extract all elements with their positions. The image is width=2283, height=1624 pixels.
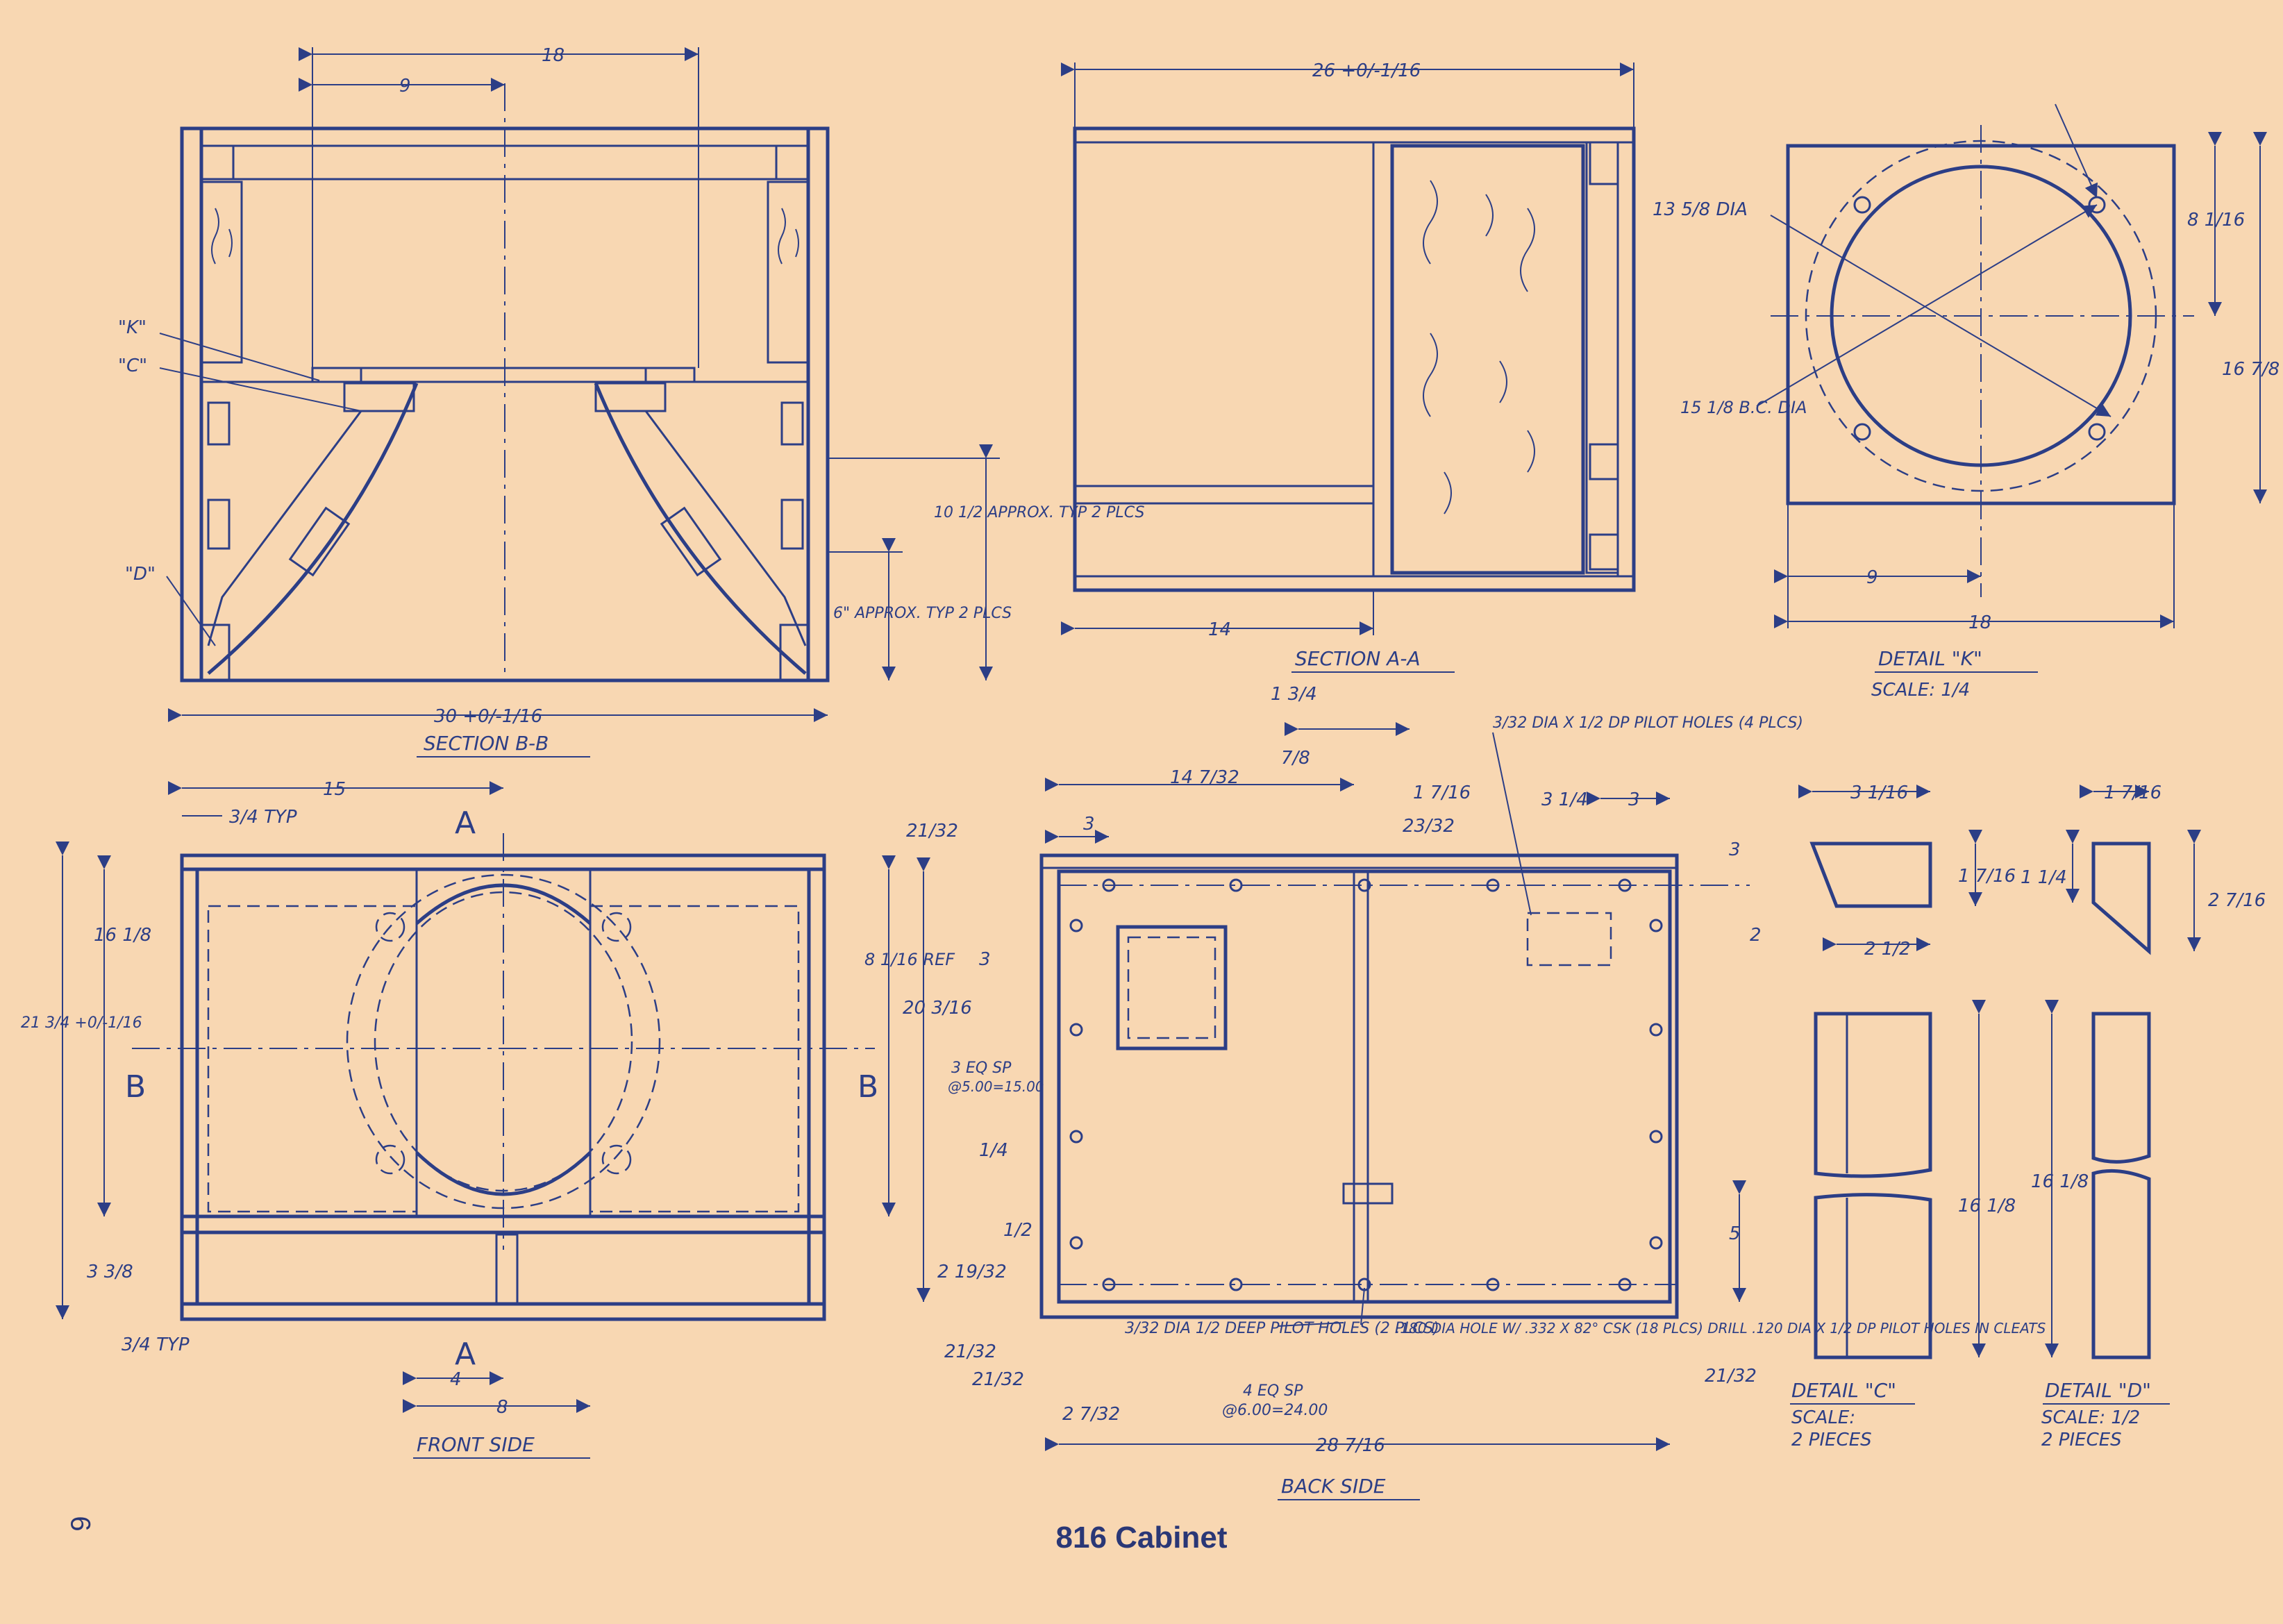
k-dim-half-w: 9 xyxy=(1866,567,1878,588)
k-dim-w: 18 xyxy=(1968,612,1991,633)
detail-k-title: DETAIL "K" xyxy=(1878,647,1982,670)
front-dim-h21: 21 3/4 +0/-1/16 xyxy=(21,1014,142,1032)
detail-d-pieces: 2 PIECES xyxy=(2041,1430,2122,1450)
k-dim-bc: 15 1/8 B.C. DIA xyxy=(1680,398,1807,417)
detail-k-view: 13 5/8 DIA 15 1/8 B.C. DIA 9 18 8 1/16 1… xyxy=(1653,103,2280,701)
back-dim-d1716: 1 7/16 xyxy=(1413,782,1471,803)
front-dim-h3: 3 3/8 xyxy=(87,1262,133,1282)
back-dim-d2132d: 21/32 xyxy=(1705,1366,1757,1387)
back-side-view: 14 7/32 1 3/4 7/8 1 7/16 23/32 21/32 3 3… xyxy=(903,684,2046,1500)
c-dim-top: 3 1/16 xyxy=(1850,782,1908,803)
back-side-title: BACK SIDE xyxy=(1281,1475,1386,1498)
callout-k: "K" xyxy=(118,317,147,338)
back-dim-d2332: 23/32 xyxy=(1403,816,1455,837)
detail-d-view: 1 7/16 1 1/4 2 7/16 16 1/8 DETAIL "D" SC… xyxy=(2021,782,2266,1450)
front-dim-h16: 16 1/8 xyxy=(94,925,151,946)
back-dim-d3: 3 xyxy=(979,949,991,970)
back-dim-d14b: 1/4 xyxy=(979,1140,1008,1161)
detail-k-scale: SCALE: 1/4 xyxy=(1871,680,1970,701)
bb-dim-h2: 6" APPROX. TYP 2 PLCS xyxy=(833,605,1012,622)
marker-b-left: B xyxy=(125,1069,146,1105)
back-dim-d12: 1/2 xyxy=(1003,1220,1032,1241)
bb-dim-width-bottom: 30 +0/-1/16 xyxy=(434,706,542,727)
page-caption: 816 Cabinet xyxy=(1055,1521,1228,1555)
c-dim-bottom: 2 1/2 xyxy=(1864,939,1911,960)
aa-dim-width: 26 +0/-1/16 xyxy=(1312,60,1421,81)
front-dim-w4: 4 xyxy=(450,1369,462,1390)
back-dim-d134: 1 3/4 xyxy=(1271,684,1317,705)
k-dim-dia: 13 5/8 DIA xyxy=(1653,199,1748,220)
back-dim-d2: 2 xyxy=(1750,925,1762,946)
note-pilot-bottom: 3/32 DIA 1/2 DEEP PILOT HOLES (2 PLCS) xyxy=(1125,1320,1439,1337)
callout-d: "D" xyxy=(125,564,156,585)
back-dim-d3a: 3 xyxy=(1083,814,1095,835)
front-dim-w8: 8 xyxy=(496,1397,508,1418)
marker-b-right: B xyxy=(858,1069,878,1105)
detail-c-scale: SCALE: xyxy=(1791,1407,1855,1428)
section-bb-view: 18 9 30 +0/-1/16 10 1/2 APPROX. TYP 2 PL… xyxy=(118,45,1144,757)
detail-c-title: DETAIL "C" xyxy=(1791,1379,1896,1402)
back-dim-d2132b: 21/32 xyxy=(944,1341,996,1362)
detail-c-pieces: 2 PIECES xyxy=(1791,1430,1872,1450)
back-dim-d3b: 3 xyxy=(1729,839,1741,860)
back-dim-d78: 7/8 xyxy=(1281,748,1310,769)
marker-a-bottom: A xyxy=(455,1337,476,1372)
front-side-title: FRONT SIDE xyxy=(417,1433,535,1456)
k-dim-h: 16 7/8 xyxy=(2222,359,2280,380)
bb-dim-width-top: 18 xyxy=(542,45,565,66)
note-hole: .180 DIA HOLE W/ .332 X 82° CSK (18 PLCS… xyxy=(1396,1320,2046,1337)
detail-d-title: DETAIL "D" xyxy=(2045,1379,2151,1402)
back-dim-d2016: 20 3/16 xyxy=(903,998,972,1019)
bb-dim-half: 9 xyxy=(399,76,411,97)
d-dim-top: 1 7/16 xyxy=(2104,782,2161,803)
back-dim-d314: 3 1/4 xyxy=(1541,789,1588,810)
front-dim-ref: 8 1/16 REF xyxy=(864,950,955,969)
section-bb-title: SECTION B-B xyxy=(424,732,549,755)
back-dim-eqv: @5.00=15.00 xyxy=(948,1078,1044,1095)
back-dim-d2732: 2 7/32 xyxy=(1062,1404,1120,1425)
back-dim-d28: 28 7/16 xyxy=(1316,1435,1385,1456)
detail-c-view: 3 1/16 1 7/16 2 1/2 16 1/8 DETAIL "C" SC… xyxy=(1790,782,2016,1450)
back-dim-d2132c: 21/32 xyxy=(972,1369,1024,1390)
back-dim-eq: 3 EQ SP xyxy=(951,1060,1012,1077)
section-aa-title: SECTION A-A xyxy=(1295,647,1421,670)
detail-d-scale: SCALE: 1/2 xyxy=(2041,1407,2140,1428)
back-dim-d3c: 3 xyxy=(1628,789,1640,810)
c-dim-len: 16 1/8 xyxy=(1958,1196,2016,1216)
back-pilot-holes xyxy=(1069,878,1663,1291)
front-dim-w15: 15 xyxy=(323,779,346,800)
back-dim-eq4v: @6.00=24.00 xyxy=(1222,1402,1328,1419)
back-dim-eq4: 4 EQ SP xyxy=(1243,1382,1303,1400)
marker-a-top: A xyxy=(455,805,476,841)
d-dim-right: 2 7/16 xyxy=(2208,890,2266,911)
d-dim-left: 1 1/4 xyxy=(2021,867,2067,888)
back-dim-d2132a: 21/32 xyxy=(906,821,958,842)
callout-c: "C" xyxy=(118,355,147,376)
back-dim-d21932: 2 19/32 xyxy=(937,1262,1007,1282)
front-dim-typ-bot: 3/4 TYP xyxy=(122,1334,190,1355)
back-dim-d5: 5 xyxy=(1729,1223,1741,1244)
d-dim-len: 16 1/8 xyxy=(2031,1171,2089,1192)
bb-dim-h1: 10 1/2 APPROX. TYP 2 PLCS xyxy=(934,504,1144,521)
back-dim-d14: 14 7/32 xyxy=(1170,767,1239,788)
front-side-view: 15 3/4 TYP 16 1/8 21 3/4 +0/-1/16 3 3/8 … xyxy=(21,779,955,1459)
aa-dim-depth: 14 xyxy=(1208,619,1231,640)
section-aa-view: 26 +0/-1/16 14 SECTION A-A xyxy=(1061,60,1636,673)
note-pilot-top: 3/32 DIA X 1/2 DP PILOT HOLES (4 PLCS) xyxy=(1493,714,1803,732)
front-dim-typ-top: 3/4 TYP xyxy=(229,807,297,828)
c-dim-side: 1 7/16 xyxy=(1958,866,2016,887)
k-dim-half-h: 8 1/16 xyxy=(2187,210,2245,231)
